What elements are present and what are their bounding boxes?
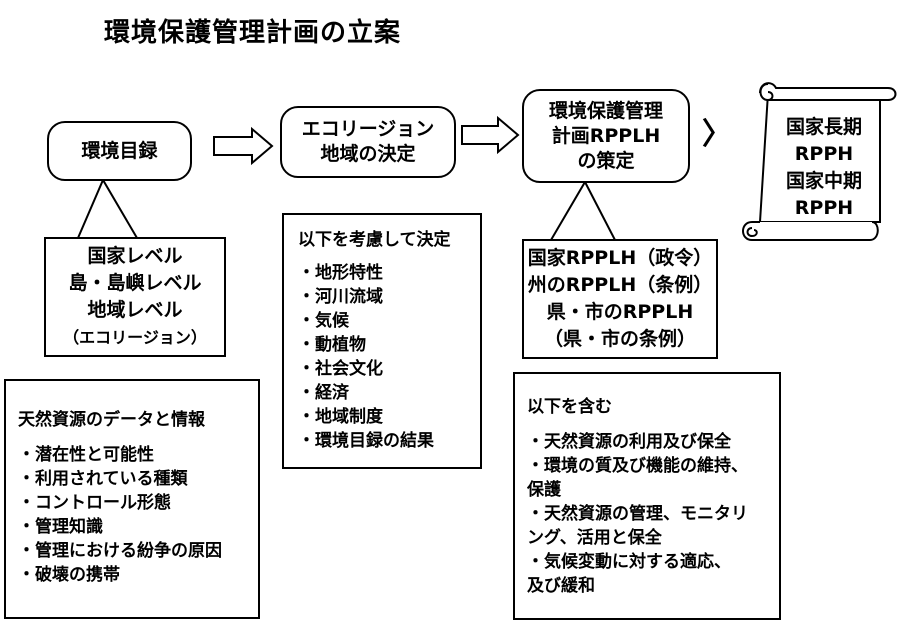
inventory-label: 環境目録 — [81, 139, 158, 162]
list-item: ・破壊の携帯 — [18, 565, 120, 585]
ecoregion-label-line1: エコリージョン — [301, 118, 435, 140]
list-item: ・管理における紛争の原因 — [18, 541, 222, 561]
inventory-level-1: 国家レベル — [87, 245, 183, 267]
rpplh-level-2: 州のRPPLH（条例） — [527, 274, 713, 296]
scroll-line-2: RPPH — [794, 143, 854, 165]
list-item: ・天然資源の管理、モニタリ — [527, 504, 748, 524]
list-item: ・地域制度 — [298, 407, 383, 427]
rpplh-contents-heading: 以下を含む — [527, 397, 612, 417]
scroll-line-4: RPPH — [794, 197, 854, 219]
inventory-levels-callout: 国家レベル 島・島嶼レベル 地域レベル （エコリージョン） — [44, 237, 226, 357]
diagram-title: 環境保護管理計画の立案 — [104, 18, 402, 48]
list-item: ・経済 — [298, 383, 349, 403]
list-item: ・地形特性 — [298, 263, 383, 283]
rpplh-callout-pointer — [549, 179, 617, 241]
flow-chevron: 〉 — [702, 117, 732, 152]
ecoregion-criteria-heading: 以下を考慮して決定 — [298, 230, 451, 250]
rpplh-label-line3: の策定 — [577, 149, 635, 172]
ecoregion-box: エコリージョン 地域の決定 — [280, 106, 456, 178]
natural-resources-list: ・潜在性と可能性 ・利用されている種類 ・コントロール形態 ・管理知識 ・管理に… — [18, 443, 258, 587]
list-item: 及び緩和 — [527, 576, 595, 596]
rpplh-level-3: 県・市のRPPLH — [546, 301, 694, 323]
rpplh-label-line2: 計画RPPLH — [551, 124, 661, 147]
list-item: ・環境の質及び機能の維持、 — [527, 456, 748, 476]
rpplh-label-line1: 環境保護管理 — [548, 99, 663, 122]
rpplh-level-4: （県・市の条例） — [543, 328, 696, 350]
list-item: ・管理知識 — [18, 517, 103, 537]
list-item: ・気候変動に対する適応、 — [527, 552, 731, 572]
list-item: ・環境目録の結果 — [298, 431, 434, 451]
scroll-text: 国家長期 RPPH 国家中期 RPPH — [768, 114, 880, 222]
ecoregion-label-line2: 地域の決定 — [320, 143, 416, 165]
ecoregion-criteria-list: ・地形特性 ・河川流域 ・気候 ・動植物 ・社会文化 ・経済 ・地域制度 ・環境… — [298, 261, 480, 453]
list-item: 保護 — [527, 480, 561, 500]
natural-resources-heading: 天然資源のデータと情報 — [18, 410, 205, 430]
rpplh-levels-callout: 国家RPPLH（政令） 州のRPPLH（条例） 県・市のRPPLH （県・市の条… — [522, 239, 718, 359]
list-item: ・潜在性と可能性 — [18, 445, 154, 465]
rpplh-contents-box: 以下を含む ・天然資源の利用及び保全 ・環境の質及び機能の維持、 保護 ・天然資… — [513, 372, 781, 620]
inventory-level-3: 地域レベル — [87, 299, 183, 321]
scroll-line-1: 国家長期 — [785, 116, 862, 138]
list-item: ング、活用と保全 — [527, 528, 662, 548]
natural-resources-box: 天然資源のデータと情報 ・潜在性と可能性 ・利用されている種類 ・コントロール形… — [4, 379, 260, 619]
scroll-line-3: 国家中期 — [785, 170, 862, 192]
flow-arrow-2 — [461, 115, 520, 155]
inventory-callout-pointer — [76, 177, 139, 239]
list-item: ・利用されている種類 — [18, 469, 188, 489]
ecoregion-criteria-box: 以下を考慮して決定 ・地形特性 ・河川流域 ・気候 ・動植物 ・社会文化 ・経済… — [282, 213, 482, 469]
inventory-level-2: 島・島嶼レベル — [68, 272, 202, 294]
list-item: ・動植物 — [298, 335, 366, 355]
inventory-box: 環境目録 — [47, 121, 192, 181]
flow-arrow-1 — [213, 126, 274, 166]
list-item: ・コントロール形態 — [18, 493, 171, 513]
list-item: ・社会文化 — [298, 359, 383, 379]
rpplh-box: 環境保護管理 計画RPPLH の策定 — [522, 89, 690, 183]
inventory-level-4: （エコリージョン） — [63, 328, 207, 347]
rpplh-level-1: 国家RPPLH（政令） — [527, 247, 713, 269]
rpplh-contents-list: ・天然資源の利用及び保全 ・環境の質及び機能の維持、 保護 ・天然資源の管理、モ… — [527, 430, 779, 598]
list-item: ・天然資源の利用及び保全 — [527, 432, 731, 452]
list-item: ・気候 — [298, 311, 349, 331]
list-item: ・河川流域 — [298, 287, 383, 307]
